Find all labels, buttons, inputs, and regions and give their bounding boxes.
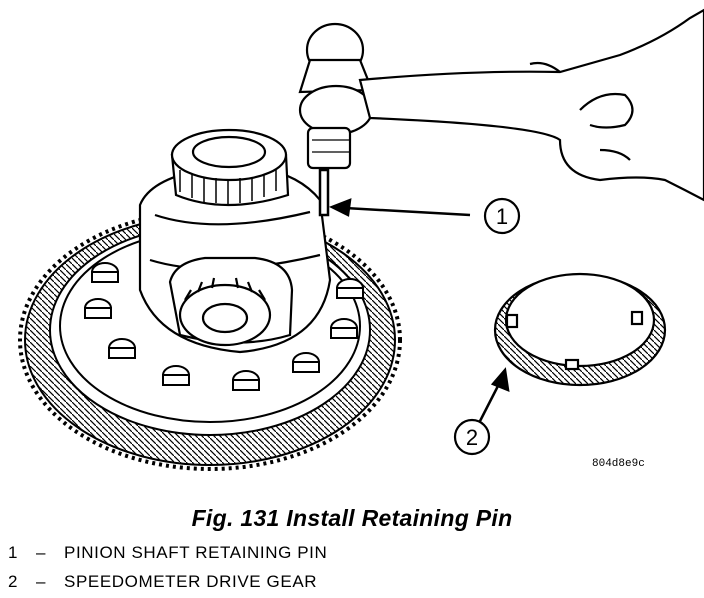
bolt <box>232 370 260 391</box>
callout-1-leader <box>328 198 471 217</box>
retaining-pin <box>318 168 330 217</box>
legend-item-2: 2–SPEEDOMETER DRIVE GEAR <box>8 572 317 592</box>
bolt <box>84 298 112 319</box>
differential-case <box>138 166 332 354</box>
legend-dash: – <box>36 572 47 591</box>
legend-number: 2 <box>8 572 19 591</box>
svg-text:1: 1 <box>496 204 508 229</box>
hand <box>358 8 704 202</box>
image-code: 804d8e9c <box>592 458 645 470</box>
carrier-bearing <box>170 128 290 207</box>
ring-gear-bolts <box>84 262 364 391</box>
legend-text: SPEEDOMETER DRIVE GEAR <box>64 572 318 591</box>
callout-2-leader <box>476 367 510 426</box>
legend-text: PINION SHAFT RETAINING PIN <box>64 543 328 562</box>
bolt <box>108 338 136 359</box>
figure-illustration: 1 2 <box>18 8 704 471</box>
bolt <box>91 262 119 283</box>
legend-item-1: 1–PINION SHAFT RETAINING PIN <box>8 543 327 563</box>
bolt <box>330 318 358 339</box>
callout-1: 1 <box>483 197 521 235</box>
legend-dash: – <box>36 543 47 562</box>
bolt <box>336 278 364 299</box>
callout-2: 2 <box>453 418 491 456</box>
bolt <box>162 365 190 386</box>
figure-caption: Fig. 131 Install Retaining Pin <box>191 505 513 531</box>
bolt <box>292 352 320 373</box>
legend-number: 1 <box>8 543 19 562</box>
svg-text:2: 2 <box>466 425 478 450</box>
hammer <box>298 22 374 170</box>
speedometer-drive-gear <box>493 272 667 387</box>
